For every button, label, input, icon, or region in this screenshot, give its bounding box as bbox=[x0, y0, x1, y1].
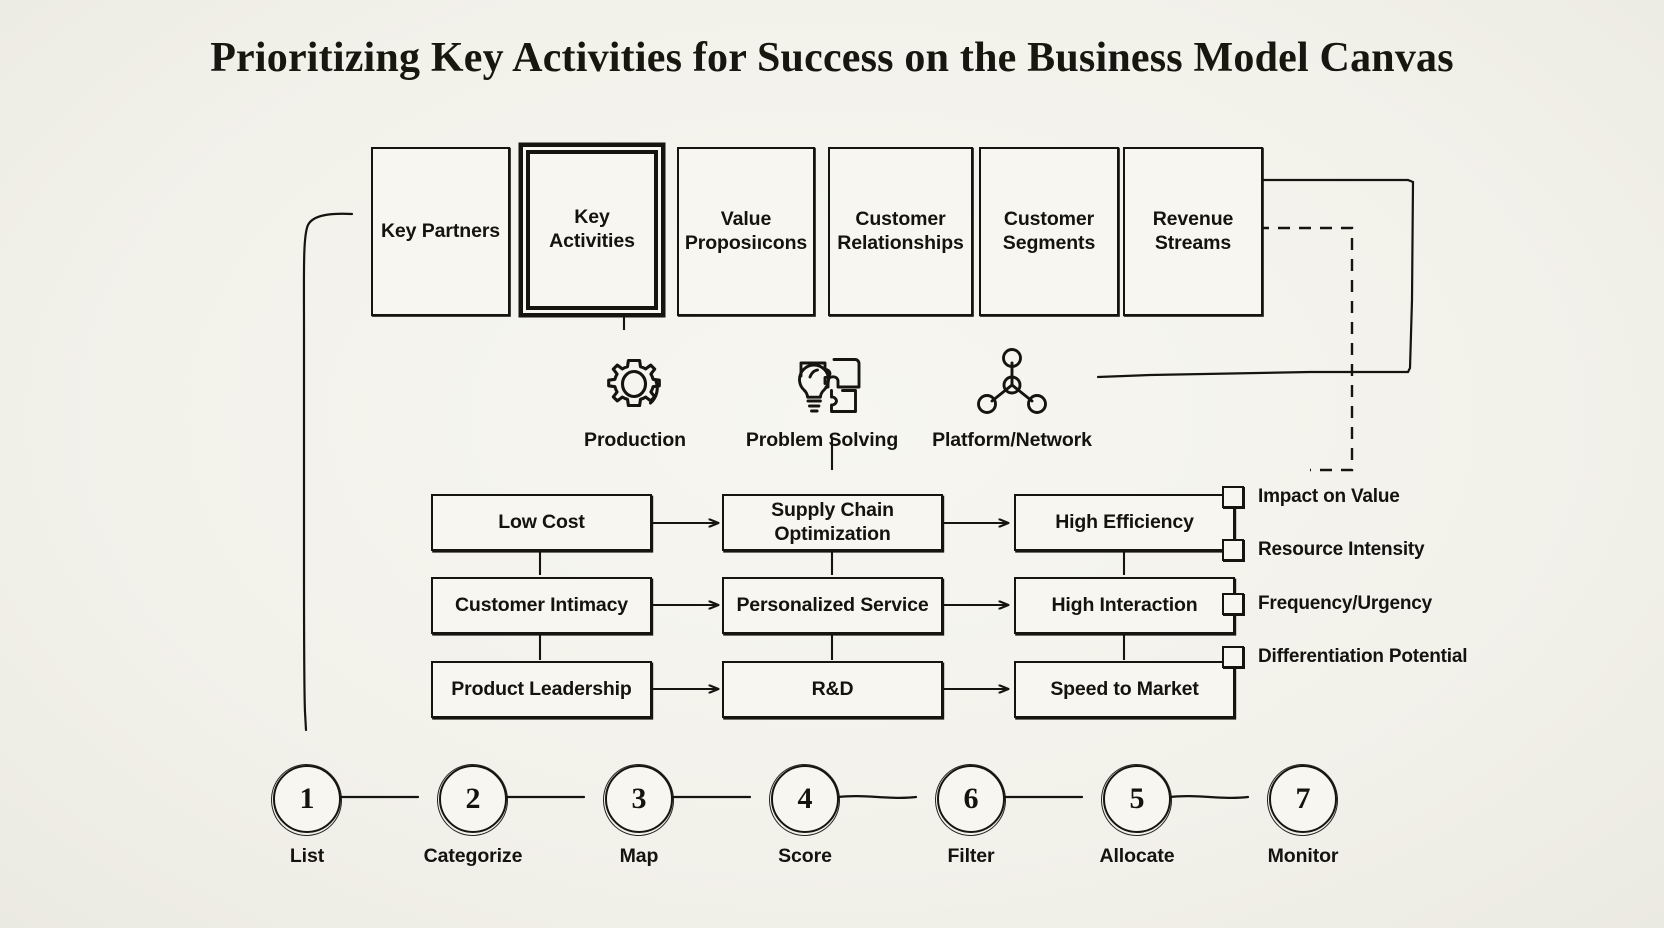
matrix-box-label: R&D bbox=[811, 677, 854, 700]
matrix-box-label: Customer Intimacy bbox=[455, 593, 628, 616]
matrix-activity-rd[interactable]: R&D bbox=[722, 661, 943, 718]
canvas-block-label-line2: Proposiıcons bbox=[684, 231, 808, 254]
checkbox-icon[interactable] bbox=[1222, 485, 1244, 508]
canvas-block-label-line1: Key bbox=[574, 206, 610, 229]
process-step-label: Categorize bbox=[423, 845, 523, 867]
activity-type-label: Production bbox=[584, 429, 686, 451]
process-step-list[interactable]: 1 List bbox=[237, 765, 377, 868]
matrix-box-label-line1: Supply Chain bbox=[771, 499, 894, 522]
canvas-block-label-line1: Customer bbox=[855, 207, 946, 230]
process-step-number: 3 bbox=[605, 765, 673, 833]
matrix-box-label: High Efficiency bbox=[1055, 510, 1194, 533]
criteria-item-label: Impact on Value bbox=[1258, 485, 1400, 507]
process-step-label: Score bbox=[778, 845, 832, 867]
matrix-box-label: Product Leadership bbox=[451, 677, 632, 700]
matrix-box-label: Personalized Service bbox=[736, 593, 929, 616]
process-step-label: Filter bbox=[947, 845, 995, 867]
canvas-block-value-propositions[interactable]: Value Proposiıcons bbox=[677, 147, 815, 316]
matrix-strategy-customer-intimacy[interactable]: Customer Intimacy bbox=[431, 577, 652, 634]
process-step-number: 6 bbox=[937, 765, 1005, 833]
canvas-block-label-line2: Activities bbox=[549, 230, 635, 252]
matrix-strategy-low-cost[interactable]: Low Cost bbox=[431, 494, 652, 551]
checkbox-icon[interactable] bbox=[1222, 646, 1244, 669]
matrix-outcome-high-efficiency[interactable]: High Efficiency bbox=[1014, 494, 1235, 551]
network-node-icon bbox=[917, 345, 1107, 423]
matrix-outcome-speed-to-market[interactable]: Speed to Market bbox=[1014, 661, 1235, 718]
process-step-allocate[interactable]: 5 Allocate bbox=[1067, 765, 1207, 868]
criteria-item-frequency-urgency[interactable]: Frequency/Urgency bbox=[1222, 577, 1522, 631]
process-step-number: 1 bbox=[273, 765, 341, 833]
process-step-label: Monitor bbox=[1267, 845, 1339, 867]
canvas-block-customer-relationships[interactable]: Customer Relationships bbox=[828, 147, 973, 316]
checkbox-icon[interactable] bbox=[1222, 592, 1244, 615]
activity-type-label: Platform/Network bbox=[932, 429, 1092, 451]
activity-type-problem-solving[interactable]: Problem Solving bbox=[727, 345, 917, 452]
canvas-block-label-line1: Customer bbox=[1003, 207, 1095, 230]
criteria-checklist: Impact on Value Resource Intensity Frequ… bbox=[1222, 470, 1522, 684]
process-step-score[interactable]: 4 Score bbox=[735, 765, 875, 868]
criteria-item-label: Frequency/Urgency bbox=[1258, 592, 1432, 614]
canvas-block-key-activities[interactable]: Key Activities bbox=[526, 150, 658, 310]
criteria-item-label: Resource Intensity bbox=[1258, 539, 1425, 561]
criteria-item-resource-intensity[interactable]: Resource Intensity bbox=[1222, 524, 1522, 578]
matrix-activity-personalized-service[interactable]: Personalized Service bbox=[722, 577, 943, 634]
process-step-number: 4 bbox=[771, 765, 839, 833]
checkbox-icon[interactable] bbox=[1222, 539, 1244, 562]
process-step-number: 2 bbox=[439, 765, 507, 833]
process-step-label: Map bbox=[619, 845, 659, 867]
matrix-box-label-line2: Optimization bbox=[774, 522, 891, 545]
criteria-item-label: Differentiation Potential bbox=[1258, 646, 1468, 668]
gear-icon bbox=[540, 345, 730, 423]
criteria-item-differentiation-potential[interactable]: Differentiation Potential bbox=[1222, 631, 1522, 685]
matrix-activity-supply-chain-optimization[interactable]: Supply Chain Optimization bbox=[722, 494, 943, 551]
activity-type-production[interactable]: Production bbox=[540, 345, 730, 452]
canvas-block-label-line1: Revenue bbox=[1152, 207, 1234, 230]
canvas-block-customer-segments[interactable]: Customer Segments bbox=[979, 147, 1119, 316]
partners-to-step1-connector bbox=[302, 212, 354, 732]
canvas-block-revenue-streams[interactable]: Revenue Streams bbox=[1123, 147, 1263, 316]
activity-type-label: Problem Solving bbox=[745, 429, 899, 451]
criteria-item-impact-on-value[interactable]: Impact on Value bbox=[1222, 470, 1522, 524]
canvas-block-label-line1: Value bbox=[720, 207, 772, 230]
canvas-block-label-line2: Segments bbox=[1002, 231, 1096, 254]
lightbulb-puzzle-icon bbox=[727, 345, 917, 423]
page-title: Prioritizing Key Activities for Success … bbox=[210, 35, 1454, 81]
process-step-label: Allocate bbox=[1099, 845, 1175, 867]
process-step-filter[interactable]: 6 Filter bbox=[901, 765, 1041, 868]
matrix-box-label: Speed to Market bbox=[1050, 677, 1199, 700]
matrix-strategy-product-leadership[interactable]: Product Leadership bbox=[431, 661, 652, 718]
canvas-block-label-line2: Relationships bbox=[837, 231, 964, 254]
process-step-number: 7 bbox=[1269, 765, 1337, 833]
process-step-categorize[interactable]: 2 Categorize bbox=[403, 765, 543, 868]
activity-type-platform-network[interactable]: Platform/Network bbox=[917, 345, 1107, 452]
matrix-box-label: High Interaction bbox=[1051, 593, 1198, 616]
canvas-block-label-line1: Key Partners bbox=[380, 219, 501, 242]
process-step-label: List bbox=[289, 845, 325, 867]
process-step-number: 5 bbox=[1103, 765, 1171, 833]
canvas-block-label-line2: Streams bbox=[1154, 231, 1232, 254]
canvas-block-key-partners[interactable]: Key Partners bbox=[371, 147, 510, 316]
matrix-outcome-high-interaction[interactable]: High Interaction bbox=[1014, 577, 1235, 634]
matrix-box-label: Low Cost bbox=[498, 510, 585, 533]
process-step-monitor[interactable]: 7 Monitor bbox=[1233, 765, 1373, 868]
process-step-map[interactable]: 3 Map bbox=[569, 765, 709, 868]
